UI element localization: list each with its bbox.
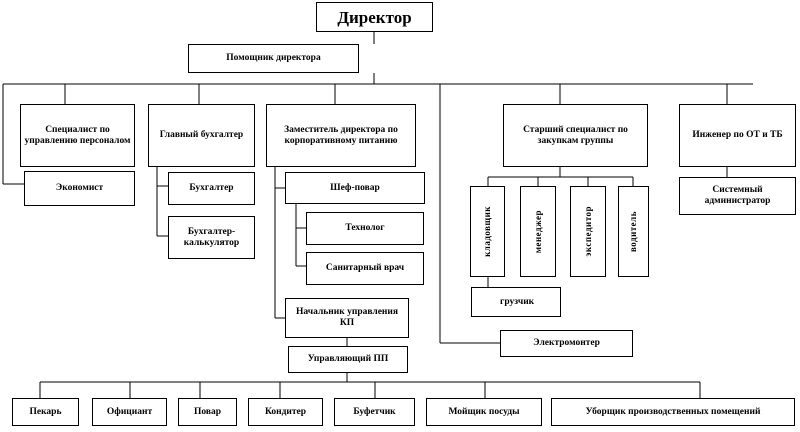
driver-label: водитель <box>628 210 638 252</box>
waiter-node: Официант <box>92 398 167 426</box>
deputy-catering-node: Заместитель директора по корпоративному … <box>266 104 416 167</box>
confectioner-node: Кондитер <box>248 398 323 426</box>
hr-specialist-node: Специалист по управлению персоналом <box>20 104 135 167</box>
safety-engineer-node: Инженер по ОТ и ТБ <box>679 104 796 167</box>
barman-node: Буфетчик <box>334 398 415 426</box>
cleaner-node: Уборщик производственных помещений <box>551 398 795 426</box>
chief-accountant-node: Главный бухгалтер <box>148 104 255 167</box>
sanitary-doctor-node: Санитарный врач <box>306 252 424 285</box>
dishwasher-node: Мойщик посуды <box>426 398 542 426</box>
director-node: Директор <box>316 2 433 32</box>
senior-purchasing-node: Старший специалист по закупкам группы <box>503 104 648 167</box>
manager-node: менеджер <box>520 186 556 277</box>
accountant-node: Бухгалтер <box>168 172 255 205</box>
forwarder-node: экспедитор <box>570 186 606 277</box>
cook-node: Повар <box>178 398 237 426</box>
economist-node: Экономист <box>24 171 135 206</box>
sysadmin-node: Системный администратор <box>679 177 796 215</box>
accountant-calculator-node: Бухгалтер-калькулятор <box>168 216 255 259</box>
driver-node: водитель <box>618 186 649 277</box>
technologist-node: Технолог <box>306 212 424 245</box>
loader-node: грузчик <box>471 287 561 317</box>
head-kp-node: Начальник управления КП <box>285 298 409 338</box>
storekeeper-node: кладовщик <box>470 186 505 277</box>
baker-node: Пекарь <box>12 398 79 426</box>
chef-node: Шеф-повар <box>285 172 425 204</box>
electrician-node: Электромонтер <box>500 330 633 357</box>
manager-label: менеджер <box>532 209 543 254</box>
forwarder-label: экспедитор <box>582 206 593 257</box>
storekeeper-label: кладовщик <box>482 206 492 257</box>
assistant-node: Помощник директора <box>188 44 359 73</box>
manager-pp-node: Управляющий ПП <box>288 346 408 373</box>
